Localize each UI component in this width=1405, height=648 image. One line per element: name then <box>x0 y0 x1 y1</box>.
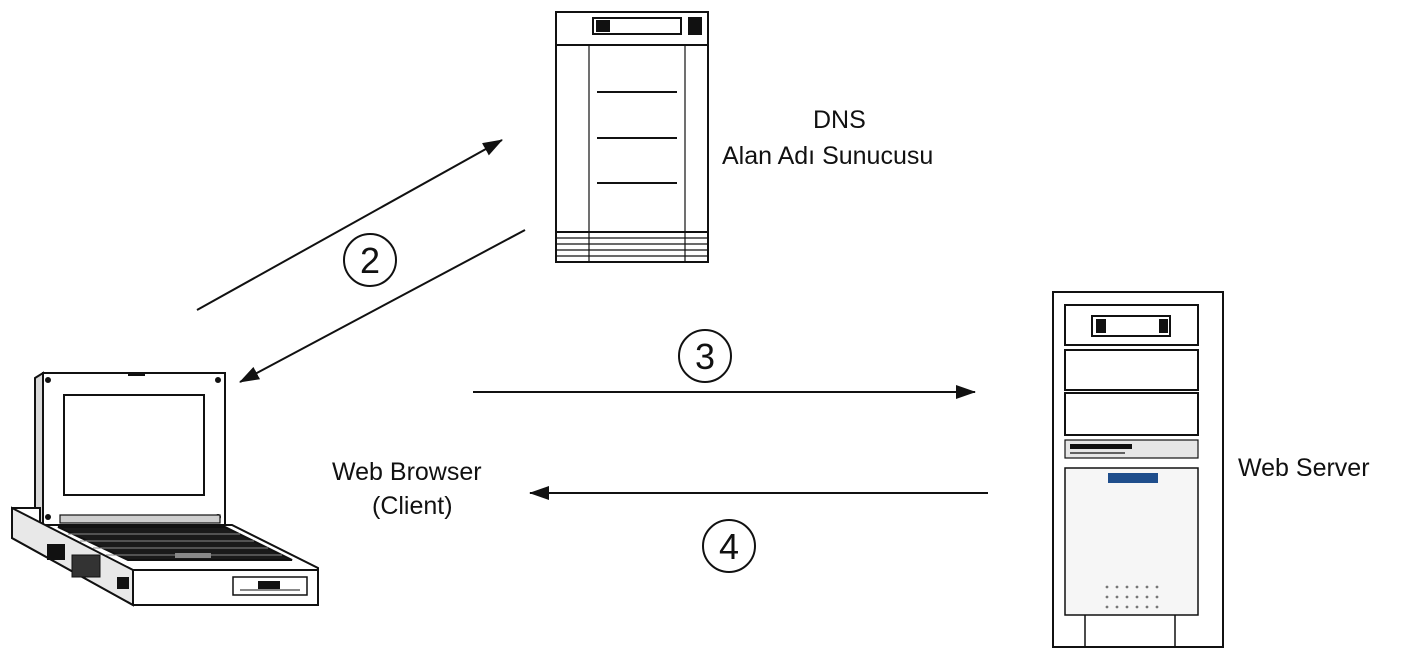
step-3-marker: 3 <box>678 329 732 383</box>
step-3-number: 3 <box>695 336 715 377</box>
power-indicator <box>1108 473 1158 483</box>
browser-label-title: Web Browser <box>332 458 482 486</box>
web-server-label: Web Server <box>1238 454 1370 482</box>
step-2-marker: 2 <box>343 233 397 287</box>
arrow-request-to-dns <box>196 139 503 311</box>
browser-label-subtitle: (Client) <box>372 492 453 520</box>
step-4-marker: 4 <box>702 519 756 573</box>
dns-label-subtitle: Alan Adı Sunucusu <box>722 142 934 170</box>
laptop-icon <box>11 371 319 607</box>
arrow-response-from-dns <box>239 229 526 383</box>
step-4-number: 4 <box>719 526 739 567</box>
step-2-number: 2 <box>360 240 380 281</box>
dns-server-icon <box>555 11 709 263</box>
dns-label-title: DNS <box>813 106 866 134</box>
web-server-icon <box>1052 291 1224 648</box>
